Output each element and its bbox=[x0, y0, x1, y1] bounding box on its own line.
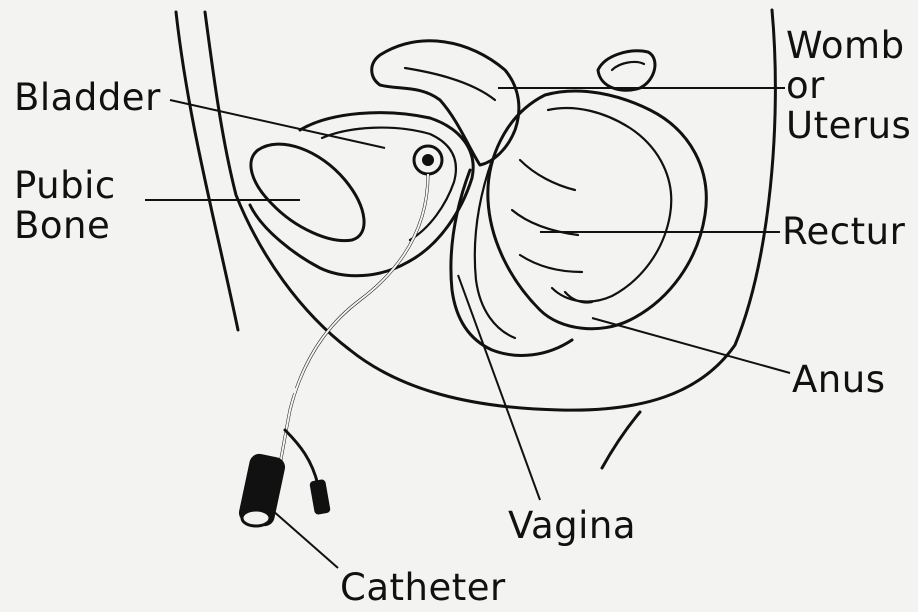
catheter-balloon-core bbox=[422, 154, 434, 166]
pubic-bone-shape bbox=[251, 144, 364, 240]
womb-label: Womb or Uterus bbox=[786, 26, 911, 146]
bladder-label: Bladder bbox=[14, 78, 161, 118]
leader-catheter bbox=[272, 510, 338, 568]
leader-vagina bbox=[458, 275, 540, 500]
catheter-funnel-opening bbox=[242, 510, 270, 526]
rectum-fold-1 bbox=[520, 160, 575, 190]
body-outline-left bbox=[176, 12, 238, 330]
pubic-bone-label: Pubic Bone bbox=[14, 166, 116, 246]
anus-label: Anus bbox=[792, 360, 886, 400]
leg-contour bbox=[602, 412, 640, 468]
rectum-inner bbox=[548, 108, 671, 302]
vagina-wall-front bbox=[451, 170, 572, 355]
rectum-fold-3 bbox=[520, 255, 582, 272]
catheter-branch bbox=[285, 430, 318, 485]
ovary bbox=[598, 51, 655, 90]
catheter-marker bbox=[270, 383, 296, 391]
leader-bladder bbox=[170, 100, 385, 148]
ovary-inner bbox=[612, 62, 644, 70]
vagina-wall-back bbox=[475, 160, 515, 338]
catheter-label: Catheter bbox=[340, 568, 506, 608]
bladder-outer bbox=[250, 113, 473, 276]
uterus-cavity bbox=[405, 68, 495, 100]
bladder-inner bbox=[322, 128, 456, 240]
vagina-label: Vagina bbox=[508, 506, 636, 546]
rectum-outer bbox=[488, 91, 706, 329]
leader-anus bbox=[592, 318, 790, 373]
catheter-valve bbox=[309, 479, 331, 515]
rectum-label: Rectur bbox=[782, 212, 905, 252]
